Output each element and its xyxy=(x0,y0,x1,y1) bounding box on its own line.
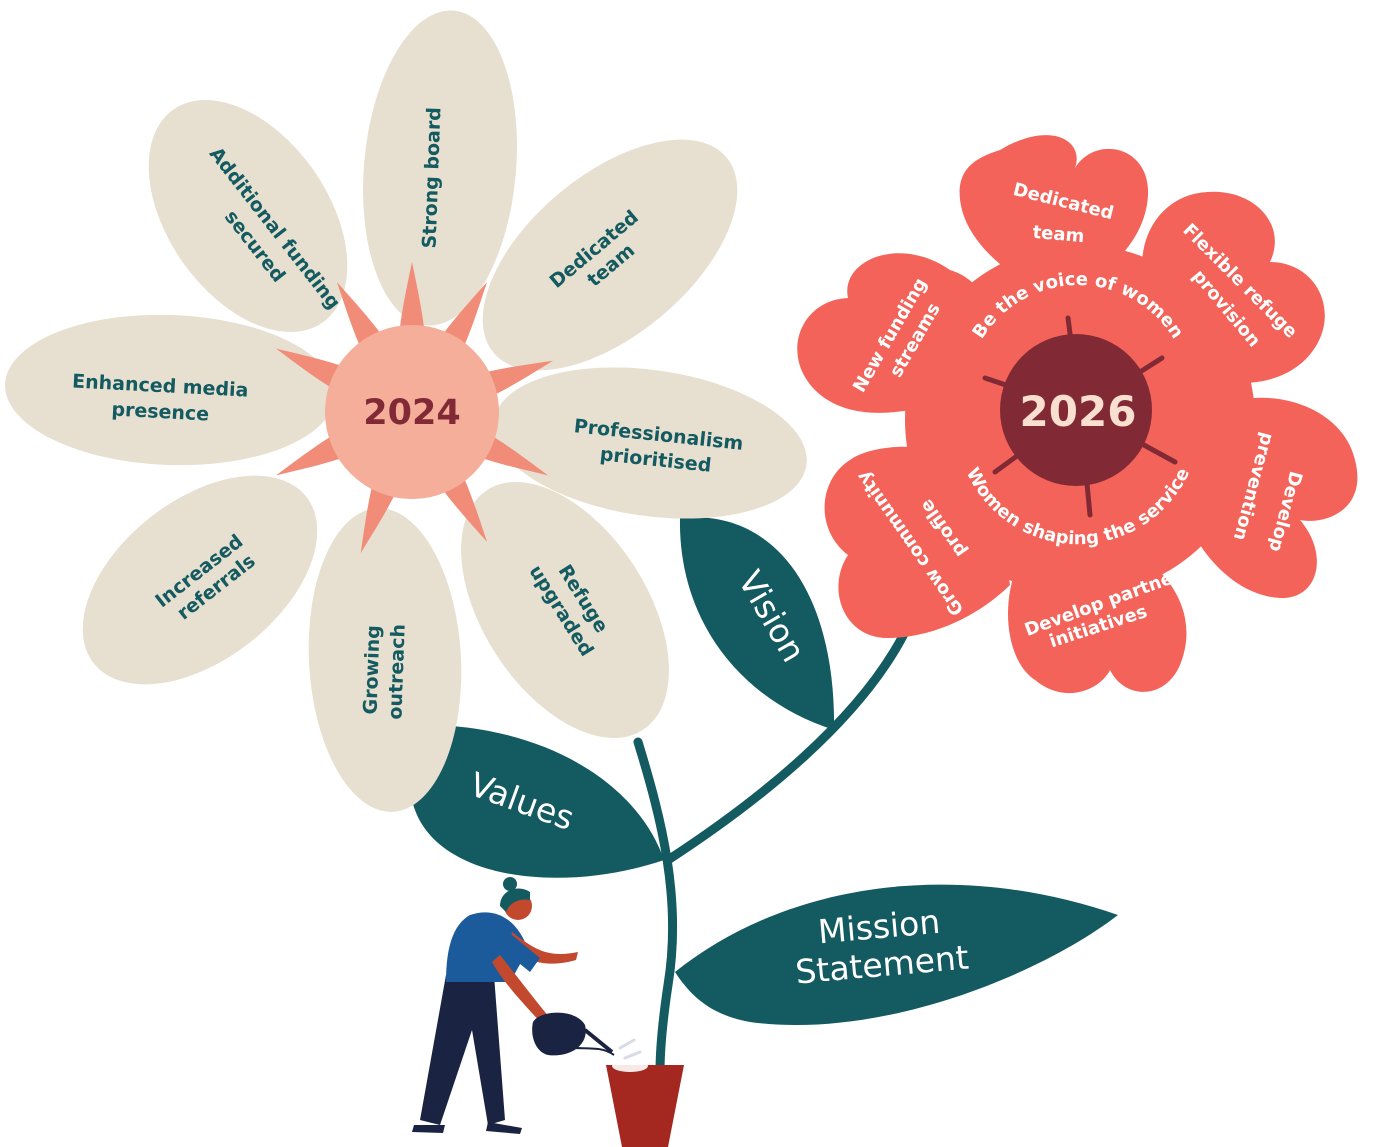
vision-leaf: Vision xyxy=(679,517,835,730)
center-2026 xyxy=(1000,334,1152,486)
year-2026-label: 2026 xyxy=(1020,387,1137,436)
flower-2024: 2024 Additional funding secured Strong b… xyxy=(5,10,807,812)
stems xyxy=(633,627,910,1077)
coral-petals xyxy=(797,135,1358,694)
values-leaf: Values xyxy=(412,726,664,878)
person-watering-icon xyxy=(412,877,642,1134)
petal-professionalism xyxy=(493,367,807,519)
petal-dedicated-team xyxy=(482,139,738,371)
petal-label-growing-1: Growing xyxy=(359,625,384,715)
mission-statement-leaf: Mission Statement xyxy=(675,884,1118,1026)
petal-refuge-upgraded xyxy=(461,482,669,738)
red-label-dedicated-2: team xyxy=(1032,222,1085,247)
petal-enhanced-media xyxy=(5,314,335,466)
year-2024-label: 2024 xyxy=(363,393,460,433)
petal-label-strong-board: Strong board xyxy=(419,107,446,249)
petal-growing-outreach xyxy=(308,508,462,812)
petal-label-enhanced-2: presence xyxy=(111,398,210,425)
flower-pot xyxy=(606,1060,684,1147)
center-2024 xyxy=(325,325,499,499)
petal-label-growing-2: outreach xyxy=(384,624,409,720)
petal-additional-funding xyxy=(148,100,348,332)
petal-strong-board xyxy=(363,10,517,326)
flower-2026: 2026 Be the voice of women Women shaping… xyxy=(797,135,1358,694)
petal-increased-referrals xyxy=(82,475,318,685)
